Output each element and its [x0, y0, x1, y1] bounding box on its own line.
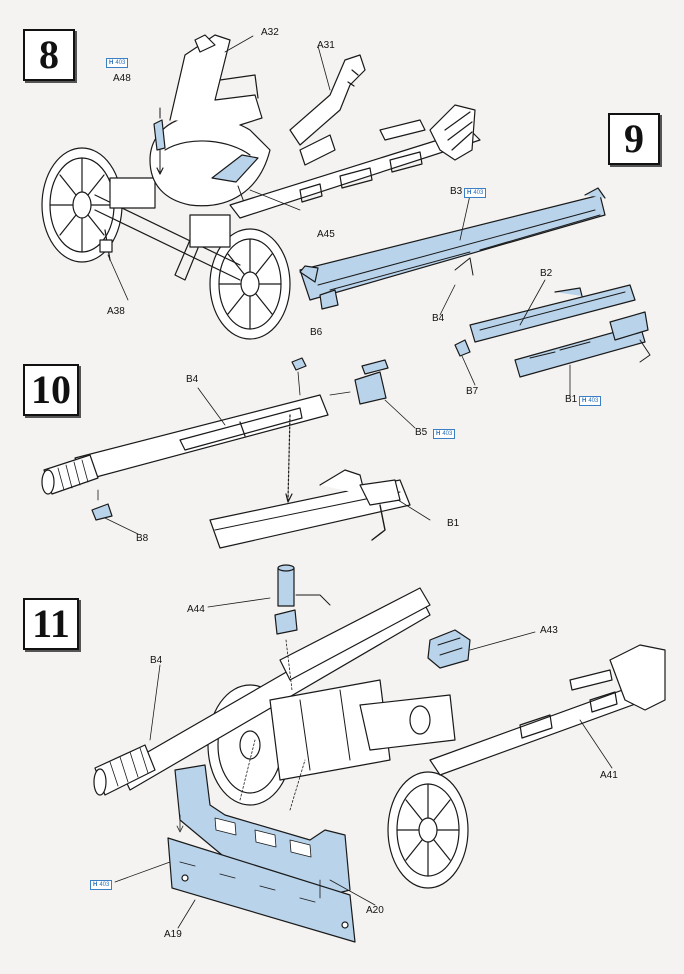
label-a19: A19: [164, 929, 182, 940]
label-a43: A43: [540, 625, 558, 636]
step9-barrel: [299, 187, 651, 399]
step-number-9: 9: [608, 113, 660, 165]
label-b1-step9: B1: [565, 394, 578, 405]
step-number-11: 11: [23, 598, 79, 650]
step-number-8: 8: [23, 29, 75, 81]
step11-assembly: [93, 564, 666, 943]
label-b2: B2: [540, 268, 553, 279]
label-b4-step11: B4: [150, 655, 163, 666]
paint-ref-code: 403: [115, 60, 126, 66]
paint-ref-h: H: [93, 882, 98, 888]
paint-ref-h: H: [467, 190, 472, 196]
label-b8: B8: [136, 533, 149, 544]
step10-barrel: [41, 357, 431, 549]
label-a31: A31: [317, 40, 335, 51]
paint-ref-h: H: [436, 431, 441, 437]
paint-ref-h: H: [582, 398, 587, 404]
label-b7: B7: [466, 386, 479, 397]
label-b3: B3: [450, 186, 463, 197]
label-b6: B6: [310, 327, 323, 338]
paint-ref-code: 403: [588, 398, 599, 404]
label-a41: A41: [600, 770, 618, 781]
label-a44: A44: [187, 604, 205, 615]
step-number-10: 10: [23, 364, 79, 416]
paint-ref-code: 403: [99, 882, 110, 888]
label-a20: A20: [366, 905, 384, 916]
label-b4-step9: B4: [432, 313, 445, 324]
paint-ref-code: 403: [473, 190, 484, 196]
label-b4-step10: B4: [186, 374, 199, 385]
paint-ref-code: 403: [442, 431, 453, 437]
step8-carriage: [41, 34, 481, 340]
label-a38: A38: [107, 306, 125, 317]
label-a32: A32: [261, 27, 279, 38]
label-a48: A48: [113, 73, 131, 84]
label-a45: A45: [317, 229, 335, 240]
paint-ref-h: H: [109, 60, 114, 66]
label-b5: B5: [415, 427, 428, 438]
label-b1-step10: B1: [447, 518, 460, 529]
